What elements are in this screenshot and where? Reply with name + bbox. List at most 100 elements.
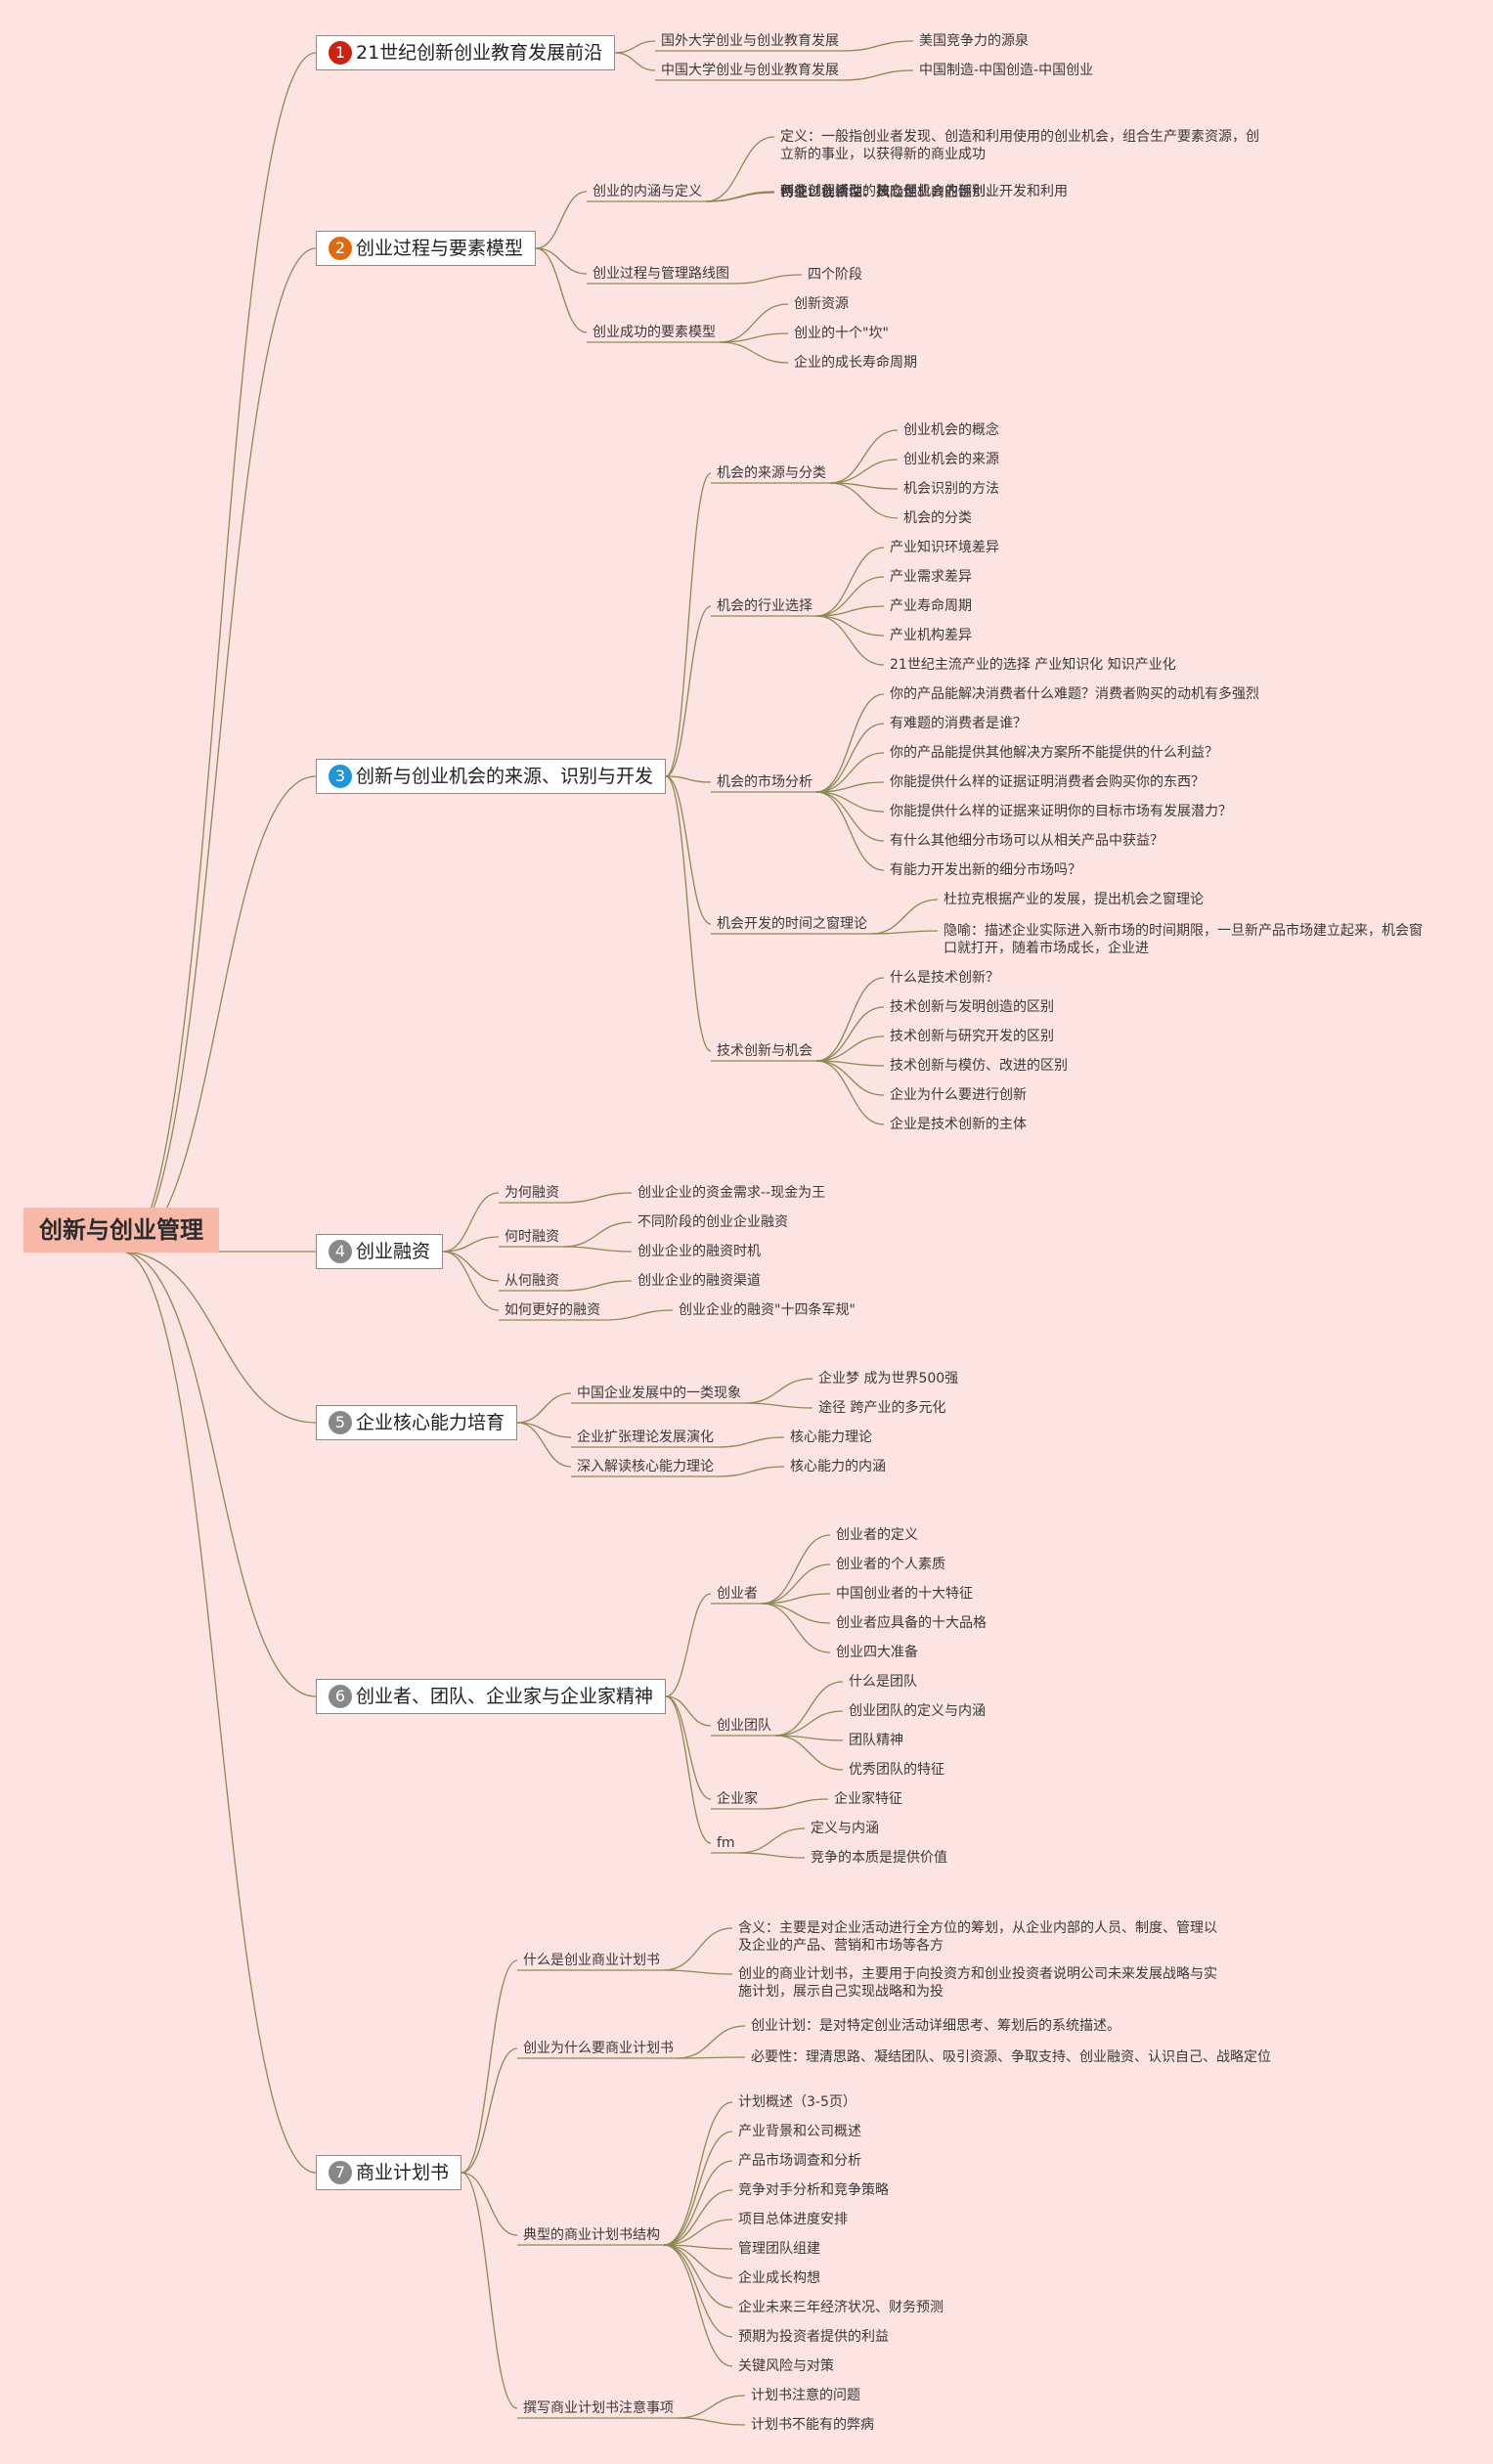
leaf-topic[interactable]: 企业家特征 (834, 1791, 902, 1807)
leaf-topic[interactable]: 四个阶段 (808, 267, 862, 283)
leaf-topic[interactable]: 产业寿命周期 (890, 598, 972, 614)
leaf-topic[interactable]: 有什么其他细分市场可以从相关产品中获益？ (890, 833, 1164, 849)
leaf-topic[interactable]: 创业四大准备 (836, 1645, 918, 1660)
sub-topic[interactable]: 何时融资 (505, 1229, 559, 1245)
leaf-topic[interactable]: 创业者的定义 (836, 1527, 918, 1543)
sub-topic[interactable]: 典型的商业计划书结构 (523, 2227, 660, 2243)
leaf-topic[interactable]: 什么是技术创新？ (890, 970, 999, 986)
leaf-topic[interactable]: 计划概述（3-5页） (738, 2094, 856, 2110)
leaf-topic[interactable]: 创业企业的融资渠道 (637, 1273, 761, 1289)
sub-topic[interactable]: 国外大学创业与创业教育发展 (661, 33, 839, 49)
sub-topic[interactable]: 撰写商业计划书注意事项 (523, 2400, 674, 2416)
sub-topic[interactable]: 创业者 (717, 1586, 758, 1602)
leaf-topic[interactable]: 企业的成长寿命周期 (794, 355, 917, 371)
leaf-topic[interactable]: 定义与内涵 (811, 1821, 879, 1836)
leaf-topic[interactable]: 创业企业的资金需求--现金为王 (637, 1185, 826, 1201)
leaf-topic[interactable]: 你的产品能解决消费者什么难题？消费者购买的动机有多强烈 (890, 686, 1259, 702)
sub-topic[interactable]: 中国大学创业与创业教育发展 (661, 63, 839, 78)
leaf-topic[interactable]: 技术创新与研究开发的区别 (890, 1029, 1054, 1044)
leaf-topic[interactable]: 竞争对手分析和竞争策略 (738, 2182, 889, 2198)
leaf-topic[interactable]: 项目总体进度安排 (738, 2212, 848, 2227)
leaf-topic[interactable]: 定义：一般指创业者发现、创造和利用使用的创业机会，组合生产要素资源，创立新的事业… (780, 129, 1259, 162)
sub-topic[interactable]: 机会开发的时间之窗理论 (717, 916, 867, 932)
leaf-topic[interactable]: 创业的十个"坎" (794, 326, 889, 341)
leaf-topic[interactable]: 核心能力理论 (790, 1430, 872, 1445)
leaf-topic[interactable]: 中国制造-中国创造-中国创业 (919, 63, 1094, 78)
leaf-topic[interactable]: 创业机会的来源 (903, 452, 999, 467)
leaf-topic[interactable]: 创业的商业计划书，主要用于向投资方和创业投资者说明公司未来发展战略与实施计划，展… (738, 1966, 1217, 2000)
leaf-topic[interactable]: 计划书不能有的弊病 (751, 2417, 874, 2433)
leaf-topic[interactable]: 创业过程模型的核心是机会的识别、开发和利用 (780, 184, 1068, 199)
leaf-topic[interactable]: 企业未来三年经济状况、财务预测 (738, 2300, 944, 2315)
leaf-topic[interactable]: 途径 跨产业的多元化 (818, 1400, 946, 1416)
leaf-topic[interactable]: 技术创新与模仿、改进的区别 (890, 1058, 1068, 1074)
leaf-topic[interactable]: 创业团队的定义与内涵 (849, 1703, 986, 1719)
leaf-topic[interactable]: 企业为什么要进行创新 (890, 1087, 1027, 1103)
leaf-topic[interactable]: 创业者应具备的十大品格 (836, 1615, 987, 1631)
leaf-topic[interactable]: 产业机构差异 (890, 628, 972, 643)
leaf-topic[interactable]: 有能力开发出新的细分市场吗？ (890, 862, 1081, 878)
leaf-topic[interactable]: 美国竞争力的源泉 (919, 33, 1029, 49)
leaf-topic[interactable]: 创新资源 (794, 296, 849, 312)
sub-topic[interactable]: 如何更好的融资 (505, 1302, 600, 1318)
leaf-topic[interactable]: 团队精神 (849, 1733, 903, 1748)
sub-topic[interactable]: 从何融资 (505, 1273, 559, 1289)
leaf-topic[interactable]: 管理团队组建 (738, 2241, 820, 2257)
leaf-topic[interactable]: 含义：主要是对企业活动进行全方位的筹划，从企业内部的人员、制度、管理以及企业的产… (738, 1920, 1217, 1954)
leaf-topic[interactable]: 机会识别的方法 (903, 481, 999, 497)
sub-topic[interactable]: 机会的来源与分类 (717, 465, 826, 481)
leaf-topic[interactable]: 产品市场调查和分析 (738, 2153, 861, 2169)
leaf-topic[interactable]: 预期为投资者提供的利益 (738, 2329, 889, 2345)
leaf-topic[interactable]: 产业知识环境差异 (890, 540, 999, 555)
sub-topic[interactable]: 创业的内涵与定义 (593, 184, 702, 199)
leaf-topic[interactable]: 两类创业活动：独立创业、内部创业 (780, 184, 999, 199)
leaf-topic[interactable]: 创业计划：是对特定创业活动详细思考、筹划后的系统描述。 (751, 2018, 1120, 2034)
leaf-topic[interactable]: 创业机会的概念 (903, 422, 999, 438)
sub-topic[interactable]: 深入解读核心能力理论 (577, 1459, 714, 1474)
leaf-topic[interactable]: 创业企业的融资时机 (637, 1244, 761, 1259)
leaf-topic[interactable]: 你能提供什么样的证据来证明你的目标市场有发展潜力？ (890, 804, 1232, 819)
leaf-topic[interactable]: 核心能力的内涵 (790, 1459, 886, 1474)
leaf-topic[interactable]: 什么是团队 (849, 1674, 917, 1690)
leaf-topic[interactable]: 你能提供什么样的证据证明消费者会购买你的东西？ (890, 774, 1205, 790)
leaf-topic[interactable]: 特征：创新性、风险性、商业性 (780, 185, 972, 200)
leaf-topic[interactable]: 企业成长构想 (738, 2270, 820, 2286)
leaf-topic[interactable]: 必要性：理清思路、凝结团队、吸引资源、争取支持、创业融资、认识自己、战略定位 (751, 2049, 1271, 2065)
leaf-topic[interactable]: 竞争的本质是提供价值 (811, 1850, 947, 1866)
sub-topic[interactable]: fm (717, 1835, 735, 1851)
sub-topic[interactable]: 企业家 (717, 1791, 758, 1807)
sub-topic[interactable]: 企业扩张理论发展演化 (577, 1430, 714, 1445)
sub-topic[interactable]: 创业过程与管理路线图 (593, 266, 729, 282)
sub-topic[interactable]: 机会的市场分析 (717, 774, 812, 790)
root-topic[interactable]: 创新与创业管理 (23, 1208, 219, 1253)
leaf-topic[interactable]: 产业需求差异 (890, 569, 972, 585)
leaf-topic[interactable]: 计划书注意的问题 (751, 2388, 860, 2403)
leaf-topic[interactable]: 不同阶段的创业企业融资 (637, 1214, 788, 1230)
leaf-topic[interactable]: 机会的分类 (903, 510, 972, 526)
sub-topic[interactable]: 创业成功的要素模型 (593, 325, 716, 340)
leaf-topic[interactable]: 创业者的个人素质 (836, 1557, 945, 1572)
sub-topic[interactable]: 创业团队 (717, 1718, 771, 1734)
leaf-topic[interactable]: 企业是技术创新的主体 (890, 1117, 1027, 1132)
sub-topic[interactable]: 创业为什么要商业计划书 (523, 2041, 674, 2056)
leaf-topic[interactable]: 中国创业者的十大特征 (836, 1586, 973, 1602)
leaf-topic[interactable]: 隐喻：描述企业实际进入新市场的时间期限，一旦新产品市场建立起来，机会窗口就打开，… (944, 923, 1423, 956)
leaf-topic[interactable]: 关键风险与对策 (738, 2358, 834, 2374)
sub-topic[interactable]: 为何融资 (505, 1185, 559, 1201)
leaf-topic[interactable]: 杜拉克根据产业的发展，提出机会之窗理论 (944, 892, 1204, 907)
sub-topic[interactable]: 机会的行业选择 (717, 598, 812, 614)
leaf-topic[interactable]: 创业企业的融资"十四条军规" (679, 1302, 856, 1318)
sub-topic[interactable]: 中国企业发展中的一类现象 (577, 1386, 741, 1401)
leaf-topic[interactable]: 有难题的消费者是谁？ (890, 716, 1027, 731)
leaf-topic[interactable]: 21世纪主流产业的选择 产业知识化 知识产业化 (890, 657, 1176, 673)
leaf-topic[interactable]: 企业梦 成为世界500强 (818, 1371, 959, 1386)
leaf-topic[interactable]: 技术创新与发明创造的区别 (890, 999, 1054, 1015)
sub-topic[interactable]: 什么是创业商业计划书 (523, 1953, 660, 1968)
